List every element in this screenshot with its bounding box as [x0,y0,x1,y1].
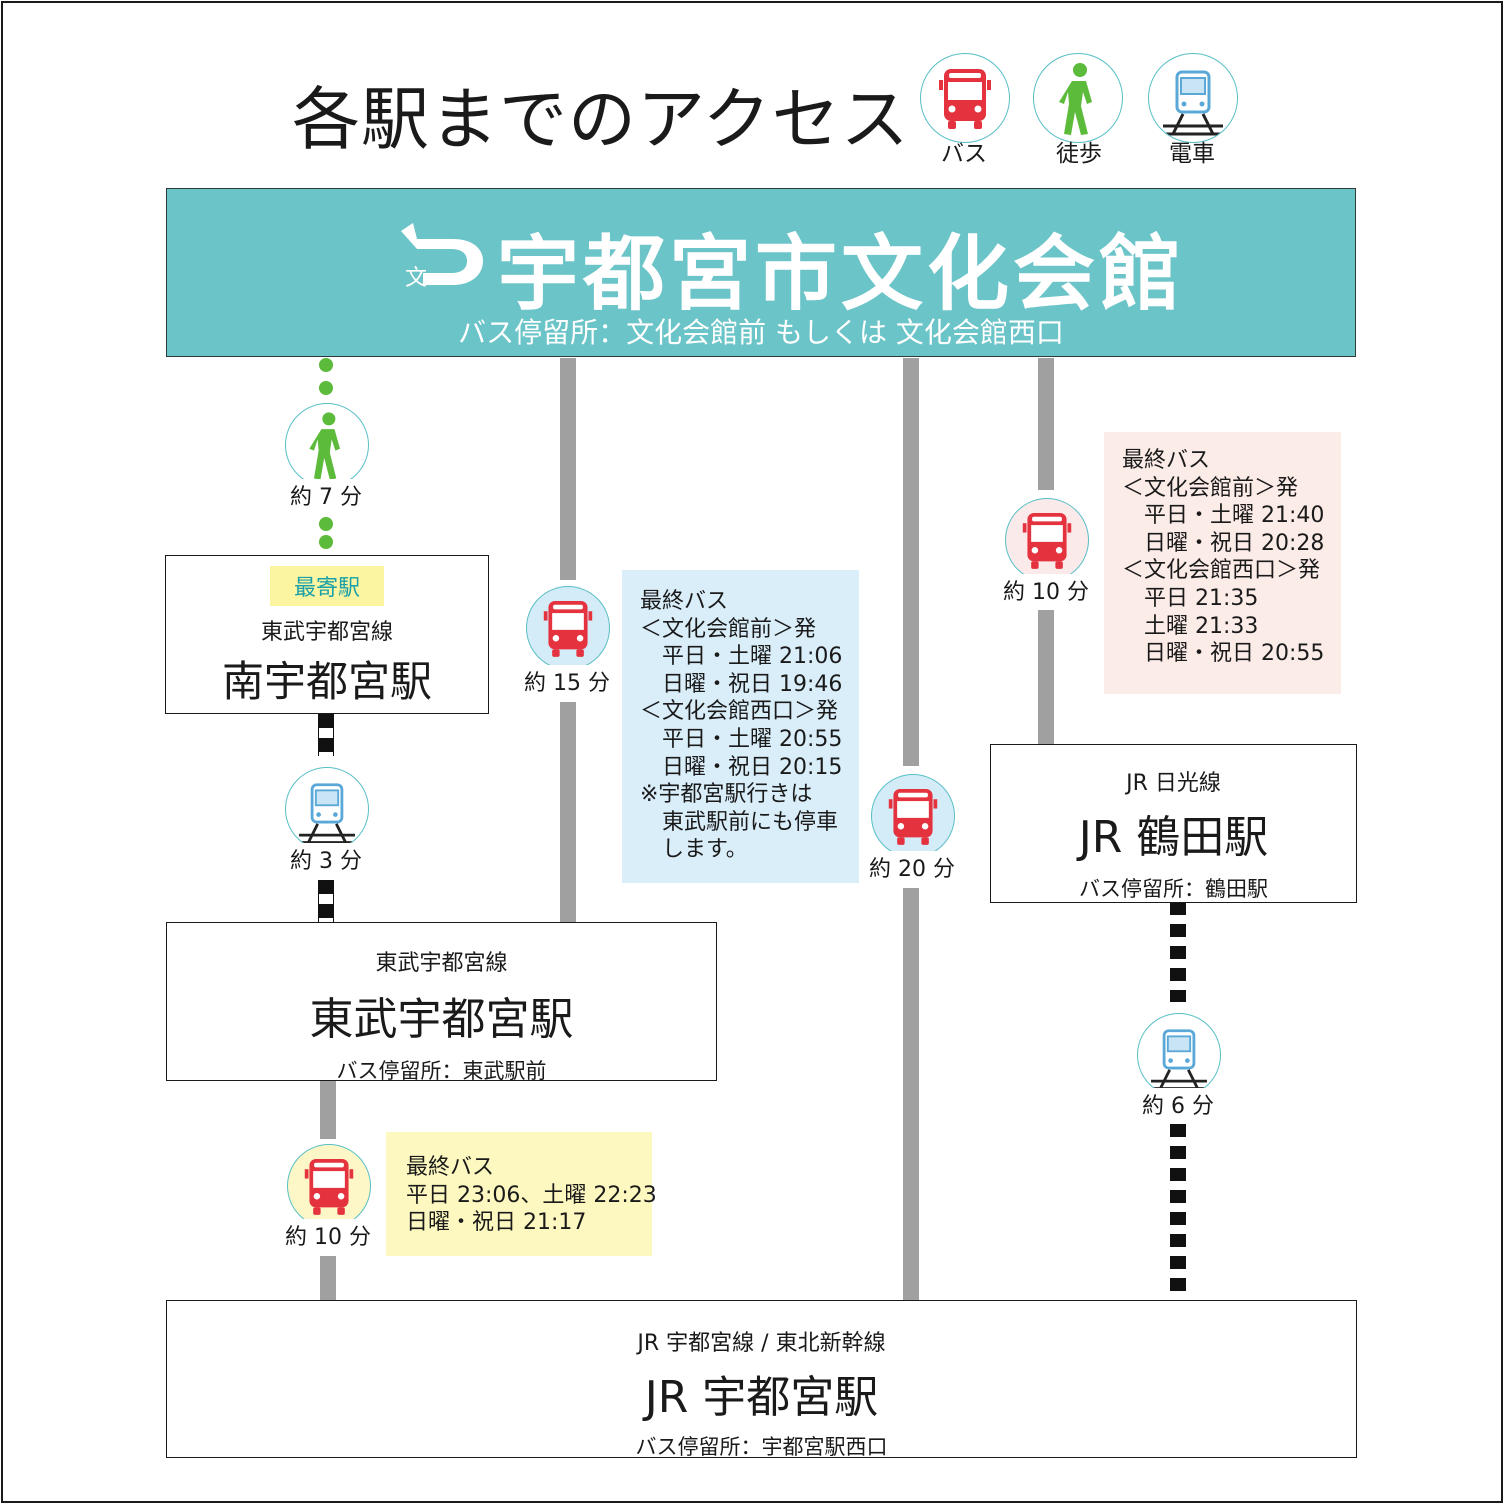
venue-header: 文 宇都宮市文化会館 バス停留所：文化会館前 もしくは 文化会館西口 [166,188,1356,357]
walk-route-dot [319,517,333,531]
station-minami-utsunomiya: 最寄駅 東武宇都宮線 南宇都宮駅 [165,555,489,714]
bus-time: 約 20 分 [847,851,977,883]
tobu-line-track [318,714,334,756]
walk-time: 約 7 分 [261,479,391,511]
station-line: 東武宇都宮線 [375,951,508,976]
nikko-line-track [1170,1124,1186,1300]
bus-time: 約 10 分 [263,1219,393,1251]
bus-route-line [903,888,919,1300]
venue-bus-stops: バス停留所：文化会館前 もしくは 文化会館西口 [458,316,1064,349]
legend-train-icon [1148,53,1238,143]
station-bus-stop: バス停留所：東武駅前 [336,1059,547,1083]
station-line: JR 宇都宮線 / 東北新幹線 [637,1331,886,1356]
train-time: 約 6 分 [1113,1088,1243,1120]
bus-icon [939,69,991,129]
station-name: JR 鶴田駅 [1078,812,1269,863]
station-bus-stop: バス停留所：宇都宮駅西口 [635,1435,888,1459]
nearest-station-badge: 最寄駅 [269,566,384,606]
station-bus-stop: バス停留所：鶴田駅 [1079,877,1268,901]
station-name: 東武宇都宮駅 [309,994,574,1045]
last-bus-info-tobu: 最終バス ＜文化会館前＞発 平日・土曜 21:06 日曜・祝日 19:46 ＜文… [622,570,859,883]
station-tobu-utsunomiya: 東武宇都宮線 東武宇都宮駅 バス停留所：東武駅前 [166,922,717,1083]
bus-icon [871,774,955,858]
bus-icon [526,586,610,670]
legend-walk-label: 徒歩 [1056,141,1102,167]
legend-train-label: 電車 [1169,141,1215,167]
walk-route-dot [319,358,333,372]
venue-name: 宇都宮市文化会館 [497,227,1186,322]
last-bus-info-tsuruta: 最終バス ＜文化会館前＞発 平日・土曜 21:40 日曜・祝日 20:28 ＜文… [1104,432,1341,694]
bus-icon [1005,498,1089,582]
bus-icon [287,1144,371,1228]
station-jr-utsunomiya: JR 宇都宮線 / 東北新幹線 JR 宇都宮駅 バス停留所：宇都宮駅西口 [166,1300,1357,1459]
station-jr-tsuruta: JR 日光線 JR 鶴田駅 バス停留所：鶴田駅 [990,744,1357,903]
page-title: 各駅までのアクセス [292,81,910,160]
venue-logo-mark: 文 [405,266,427,291]
bus-time: 約 15 分 [502,665,632,697]
train-time: 約 3 分 [261,843,391,875]
walk-route-dot [319,381,333,395]
train-icon [1137,1013,1221,1097]
bus-route-line [1038,358,1054,490]
station-name: 南宇都宮駅 [221,657,432,706]
nikko-line-track [1170,902,1186,1002]
bus-route-line [320,1081,336,1139]
bus-route-line [320,1256,336,1300]
legend-bus-icon [920,53,1010,143]
station-line: 東武宇都宮線 [260,620,393,645]
legend-bus-label: バス [941,141,987,167]
last-bus-info-tobu-to-jr: 最終バス 平日 23:06、土曜 22:23 日曜・祝日 21:17 [386,1132,657,1256]
train-icon [1159,70,1227,136]
bus-route-line [560,702,576,922]
bus-route-line [903,358,919,766]
bus-route-line [1038,610,1054,744]
walking-person-icon [1059,63,1092,135]
bus-route-line [560,358,576,580]
legend-walk-icon [1033,53,1123,143]
bus-time: 約 10 分 [981,574,1111,606]
walk-icon [285,403,369,487]
train-icon [285,767,369,851]
venue-logo-icon: 文 [395,221,487,293]
station-name: JR 宇都宮駅 [644,1372,879,1423]
tobu-line-track [318,880,334,922]
walk-route-dot [319,535,333,549]
station-line: JR 日光線 [1126,771,1221,796]
